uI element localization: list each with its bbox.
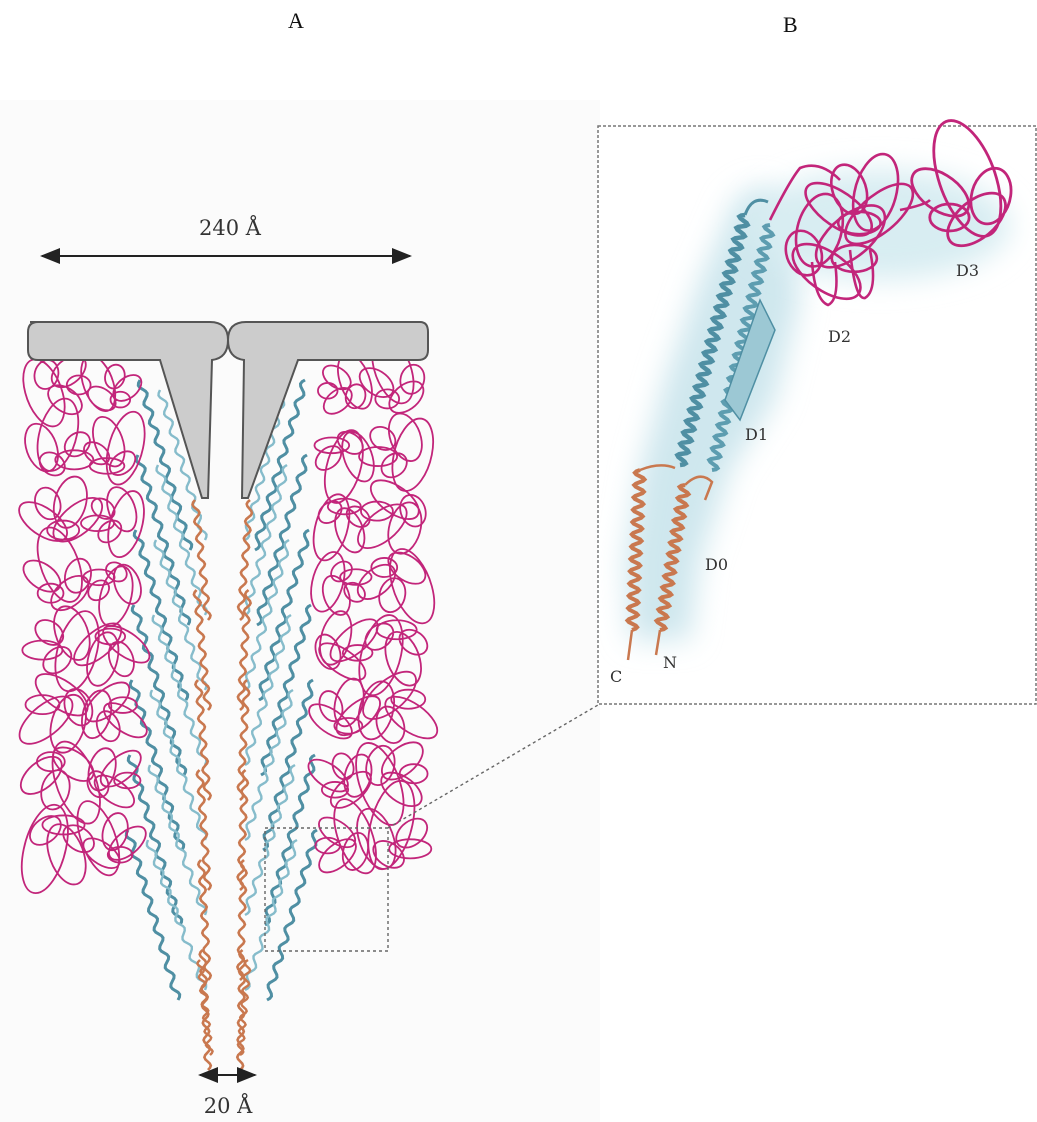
label-n-terminus: N [663,653,677,672]
label-c-terminus: C [610,667,622,686]
label-d0: D0 [705,555,728,574]
label-d2: D2 [828,327,851,346]
inset-panel-b: D3 D2 D1 D0 C N [598,121,1036,704]
label-d1: D1 [745,425,768,444]
bottom-width-label: 20 Å [204,1093,253,1118]
label-d3: D3 [956,261,979,280]
top-width-label: 240 Å [199,215,262,240]
panel-a-background [0,100,600,1122]
